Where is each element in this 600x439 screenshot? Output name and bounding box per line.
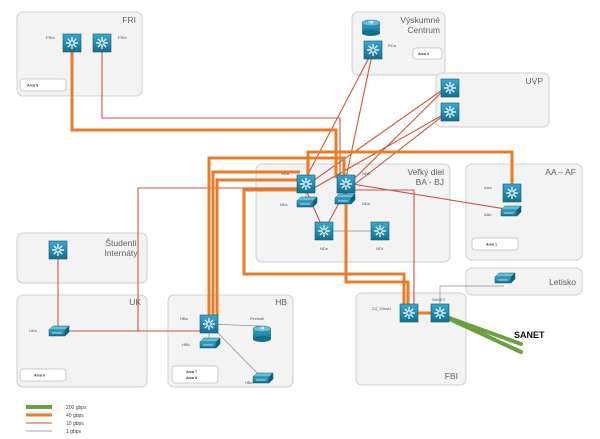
region-uvp: [435, 72, 550, 128]
area-label-fri: Area 5: [27, 84, 38, 88]
device-label: NDb: [362, 171, 371, 176]
device-label: FRIb: [118, 35, 127, 40]
region-uk: [16, 294, 148, 388]
letisko-switch-icon[interactable]: [494, 272, 516, 284]
links-200gbps: [439, 313, 523, 354]
device-label: NDd: [362, 201, 370, 206]
region-title-uk: UK: [129, 297, 141, 307]
region-title-fri: FRI: [122, 15, 136, 25]
device-label: FRIa: [46, 35, 55, 40]
links-40gbps: [70, 43, 514, 316]
nd-router-c-icon[interactable]: [314, 221, 334, 241]
fri-router-b-icon[interactable]: [92, 33, 112, 53]
vc-firewall-icon[interactable]: [361, 19, 381, 37]
region-title-hb: HB: [275, 297, 287, 307]
uvp-router-b-icon[interactable]: [440, 102, 460, 122]
region-letisko: [465, 267, 583, 296]
legend: 200 gbps 40 gbps 10 gbps 1 gbps: [26, 405, 87, 435]
nd-router-a-icon[interactable]: [296, 174, 316, 194]
device-label: RCa: [388, 43, 397, 48]
region-title-vd-1: Veľký diel: [408, 167, 445, 177]
links-10gbps: [57, 43, 513, 332]
area-label-aa: Area 1: [486, 243, 497, 247]
link-hb-nd-40a: [207, 156, 346, 316]
area-label-vc: Area 4: [418, 52, 429, 56]
aa-router-icon[interactable]: [502, 183, 522, 203]
sanet-label: SANET: [514, 330, 545, 340]
link-hb-nd-40c: [215, 178, 300, 316]
link-sanet-200b: [439, 313, 523, 354]
region-title-fbi: FBI: [445, 371, 458, 381]
link-nd-fbi-40a: [242, 188, 406, 313]
area-label-hb-1: Area 7: [186, 370, 197, 374]
link-nd-fbi-40b: [344, 190, 410, 313]
hb-firewall-icon[interactable]: [252, 325, 272, 343]
region-title-vd-2: BA - BJ: [416, 177, 444, 187]
region-fri: [16, 11, 143, 97]
legend-label-1: 1 gbps: [66, 429, 82, 435]
device-label: Firewall: [250, 316, 264, 321]
uk-switch-icon[interactable]: [48, 325, 70, 337]
nd-router-d-icon[interactable]: [370, 221, 390, 241]
link-uvp-nd-1: [309, 85, 449, 184]
nd-switch-b-icon[interactable]: [334, 193, 356, 205]
uvp-router-a-icon[interactable]: [440, 78, 460, 98]
nd-router-b-icon[interactable]: [336, 174, 356, 194]
device-label: NDc: [280, 202, 288, 207]
device-label: NDa: [281, 171, 290, 176]
link-vc-nd-2: [345, 49, 374, 179]
link-hb-nd-40b: [211, 170, 300, 316]
region-title-letisko: Letisko: [549, 277, 576, 287]
device-label: UKa: [29, 328, 38, 333]
region-title-studenti-1: Študenti: [105, 238, 136, 248]
studenti-router-icon[interactable]: [48, 240, 68, 260]
area-box-aa: [471, 237, 519, 251]
fbi-router-icon[interactable]: [399, 303, 419, 323]
aa-switch-icon[interactable]: [500, 205, 522, 217]
region-title-vc-1: Výskumné: [400, 15, 440, 25]
link-aa-nd-40: [306, 150, 514, 192]
link-nd-hb: [137, 187, 306, 331]
device-label: SANET: [432, 297, 446, 302]
device-label: ZU_Zilina1: [372, 306, 392, 311]
link-fri-nd: [101, 43, 341, 178]
device-label: AAa: [484, 185, 492, 190]
link-fri-nd-40: [70, 43, 338, 178]
region-title-uvp: UVP: [526, 76, 544, 86]
area-box-fri: [19, 78, 67, 92]
legend-label-40: 40 gbps: [66, 413, 84, 419]
area-box-hb: [171, 365, 219, 384]
area-box-uk: [19, 368, 67, 382]
hb-switch-b-icon[interactable]: [252, 372, 274, 384]
nd-switch-a-icon[interactable]: [296, 196, 318, 208]
device-label: AAb: [484, 212, 492, 217]
fbi-sanet-router-icon[interactable]: [430, 303, 450, 323]
region-hb: [167, 294, 294, 388]
link-uvp-nd-4: [349, 111, 449, 189]
device-label: HBb: [182, 342, 191, 347]
link-nd-fbi: [346, 189, 415, 313]
fri-router-a-icon[interactable]: [62, 33, 82, 53]
region-title-aa: AA – AF: [545, 167, 576, 177]
device-label: NDf: [376, 246, 384, 251]
region-title-studenti-2: Internáty: [104, 248, 138, 258]
area-box-vc: [412, 47, 443, 60]
legend-label-200: 200 gbps: [66, 405, 87, 411]
area-label-hb-2: Area 8: [186, 376, 197, 380]
device-label: HBc: [245, 380, 253, 385]
hb-router-icon[interactable]: [199, 314, 219, 334]
legend-label-10: 10 gbps: [66, 421, 84, 427]
region-title-vc-2: Centrum: [407, 25, 440, 35]
region-aa-af: [465, 163, 583, 261]
vc-router-icon[interactable]: [363, 40, 383, 60]
link-aa-nd: [345, 182, 513, 211]
device-label: NDe: [320, 246, 329, 251]
hb-switch-a-icon[interactable]: [199, 337, 221, 349]
link-uvp-nd-2: [349, 85, 449, 184]
device-label: HBa: [180, 316, 189, 321]
area-label-uk: Area 6: [34, 374, 45, 378]
